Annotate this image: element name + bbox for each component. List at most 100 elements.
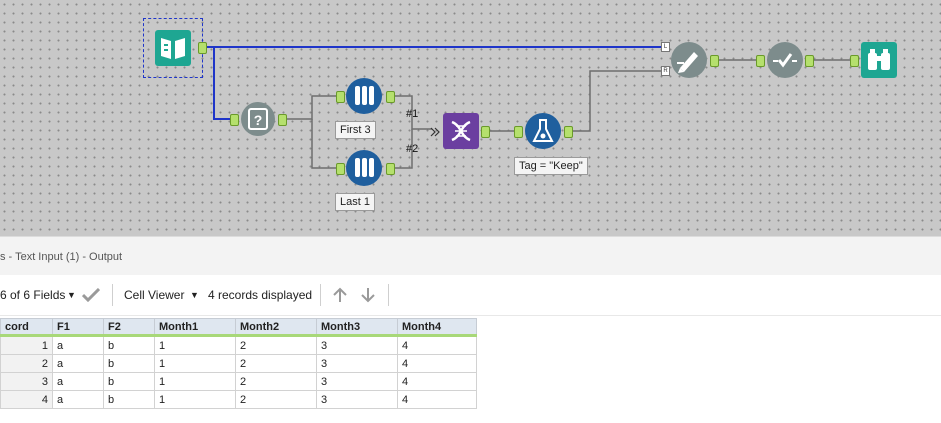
test-tubes-icon: [346, 150, 382, 186]
table-header-row: cord F1 F2 Month1 Month2 Month3 Month4: [0, 318, 477, 337]
output-anchor[interactable]: [710, 55, 719, 67]
multi-input-anchor[interactable]: [430, 124, 440, 137]
dna-icon: [443, 113, 479, 149]
output-anchor[interactable]: [481, 126, 490, 138]
book-icon: [155, 30, 191, 66]
check-tool[interactable]: [766, 41, 804, 79]
column-header-month1[interactable]: Month1: [154, 318, 236, 337]
input-anchor[interactable]: [756, 55, 765, 67]
column-header-f1[interactable]: F1: [52, 318, 104, 337]
input-anchor[interactable]: [850, 55, 859, 67]
table-cell[interactable]: a: [52, 372, 104, 391]
arrow-down-icon[interactable]: [360, 287, 376, 303]
table-cell[interactable]: 3: [316, 390, 398, 409]
stream-label-1: #1: [406, 108, 419, 120]
chevron-down-icon[interactable]: ▼: [67, 290, 76, 300]
tag-keep-annotation: Tag = "Keep": [514, 157, 588, 175]
table-cell[interactable]: 1: [154, 354, 236, 373]
connection-wires: [206, 46, 852, 169]
binoculars-icon: [861, 42, 897, 78]
flask-icon: [525, 113, 561, 149]
wire-tile-to-first: [284, 95, 338, 120]
table-cell[interactable]: b: [103, 335, 155, 355]
results-title: s - Text Input (1) - Output: [0, 251, 123, 263]
last-1-annotation: Last 1: [335, 193, 375, 211]
output-anchor[interactable]: [564, 126, 573, 138]
output-anchor[interactable]: [386, 163, 395, 175]
arrow-up-icon[interactable]: [332, 287, 348, 303]
chevron-right-icon: [430, 127, 440, 137]
toolbar-divider: [320, 284, 321, 306]
table-cell[interactable]: 2: [235, 390, 317, 409]
table-cell[interactable]: 3: [316, 335, 398, 355]
results-toolbar: 6 of 6 Fields ▼ Cell Viewer ▼ 4 records …: [0, 275, 941, 316]
fields-selector[interactable]: 6 of 6 Fields: [0, 288, 66, 302]
output-anchor[interactable]: [805, 55, 814, 67]
table-cell[interactable]: a: [52, 390, 104, 409]
table-row[interactable]: 4 a b 1 2 3 4: [0, 390, 477, 409]
workflow-canvas[interactable]: ? First 3 Last 1 #1 #2: [0, 0, 941, 236]
table-cell[interactable]: b: [103, 354, 155, 373]
table-cell[interactable]: a: [52, 354, 104, 373]
chevron-down-icon[interactable]: ▼: [190, 290, 199, 300]
checkmark-icon[interactable]: [82, 288, 100, 302]
table-cell[interactable]: 1: [154, 335, 236, 355]
input-anchor[interactable]: [230, 114, 239, 126]
table-cell[interactable]: 1: [154, 372, 236, 391]
union-tool[interactable]: [442, 112, 480, 150]
table-cell[interactable]: 1: [154, 390, 236, 409]
record-number: 2: [0, 354, 53, 373]
column-header-record[interactable]: cord: [0, 318, 53, 337]
first-3-annotation: First 3: [335, 121, 376, 139]
join-right-anchor[interactable]: R: [661, 66, 670, 76]
wire-tile-to-last: [311, 119, 338, 169]
column-header-month2[interactable]: Month2: [235, 318, 317, 337]
table-cell[interactable]: 4: [397, 390, 477, 409]
output-anchor[interactable]: [198, 42, 207, 54]
question-icon: ?: [241, 102, 275, 136]
table-cell[interactable]: 4: [397, 354, 477, 373]
input-anchor[interactable]: [514, 126, 523, 138]
table-cell[interactable]: 2: [235, 354, 317, 373]
table-cell[interactable]: 4: [397, 372, 477, 391]
output-anchor[interactable]: [278, 114, 287, 126]
table-row[interactable]: 3 a b 1 2 3 4: [0, 372, 477, 391]
browse-tool[interactable]: [860, 41, 898, 79]
output-anchor[interactable]: [386, 91, 395, 103]
column-header-month3[interactable]: Month3: [316, 318, 398, 337]
svg-text:?: ?: [254, 112, 263, 128]
pen-icon: [671, 42, 707, 78]
table-row[interactable]: 1 a b 1 2 3 4: [0, 335, 477, 355]
table-cell[interactable]: b: [103, 372, 155, 391]
test-tubes-icon: [346, 78, 382, 114]
table-cell[interactable]: 3: [316, 372, 398, 391]
table-cell[interactable]: 2: [235, 335, 317, 355]
wire-first-to-union: [392, 95, 432, 130]
table-row[interactable]: 2 a b 1 2 3 4: [0, 354, 477, 373]
table-cell[interactable]: 4: [397, 335, 477, 355]
results-table[interactable]: cord F1 F2 Month1 Month2 Month3 Month4 1…: [0, 318, 477, 409]
tile-tool[interactable]: ?: [240, 101, 276, 137]
record-number: 3: [0, 372, 53, 391]
column-header-month4[interactable]: Month4: [397, 318, 477, 337]
toolbar-divider: [112, 284, 113, 306]
cell-viewer-dropdown[interactable]: Cell Viewer: [124, 288, 185, 302]
sample-first-tool[interactable]: [345, 77, 383, 115]
sample-last-tool[interactable]: [345, 149, 383, 187]
input-anchor[interactable]: [336, 163, 345, 175]
table-cell[interactable]: 3: [316, 354, 398, 373]
column-header-f2[interactable]: F2: [103, 318, 155, 337]
join-left-anchor[interactable]: L: [661, 42, 670, 52]
table-cell[interactable]: b: [103, 390, 155, 409]
record-number: 1: [0, 335, 53, 355]
input-anchor[interactable]: [336, 91, 345, 103]
wire-input-to-tile: [206, 46, 232, 120]
results-header: s - Text Input (1) - Output: [0, 236, 941, 276]
table-cell[interactable]: a: [52, 335, 104, 355]
table-cell[interactable]: 2: [235, 372, 317, 391]
join-tool[interactable]: [670, 41, 708, 79]
stream-label-2: #2: [406, 143, 419, 155]
formula-tool[interactable]: [524, 112, 562, 150]
records-displayed: 4 records displayed: [208, 288, 313, 302]
text-input-tool[interactable]: [143, 18, 203, 78]
